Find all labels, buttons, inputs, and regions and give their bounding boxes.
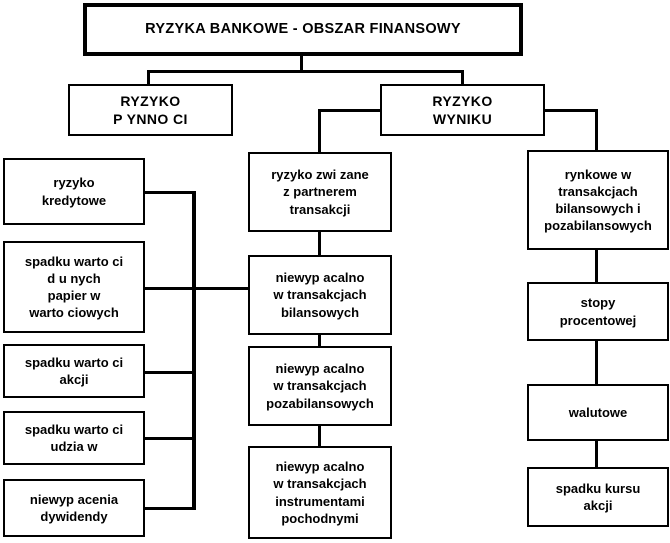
connector-left-stub-5 xyxy=(143,507,195,510)
connector-right-1-2 xyxy=(595,249,598,283)
node-spadku-wartosci-dluznych-papierow: spadku warto ci d u nych papier w warto … xyxy=(3,241,145,333)
connector-middle-3-4 xyxy=(318,424,321,448)
node-spadku-wartosci-udzialow: spadku warto ci udzia w xyxy=(3,411,145,465)
node-ryzyko-wyniku-label: RYZYKO WYNIKU xyxy=(432,92,493,127)
node-ryzyko-zwiazane-z-partnerem: ryzyko zwi zane z partnerem transakcji xyxy=(248,152,392,232)
node-ryzyko-plynnosci-label: RYZYKO P YNNO CI xyxy=(113,92,188,127)
node-niewyplacalnosc-instrumenty-pochodne-label: niewyp acalno w transakcjach instrumenta… xyxy=(273,459,367,526)
node-spadku-kursu-akcji: spadku kursu akcji xyxy=(527,467,669,527)
node-root: RYZYKA BANKOWE - OBSZAR FINANSOWY xyxy=(83,3,523,56)
node-spadku-wartosci-udzialow-label: spadku warto ci udzia w xyxy=(24,421,124,454)
node-niewyplacalnosc-bilansowych: niewyp acalno w transakcjach bilansowych xyxy=(248,255,392,335)
node-walutowe-label: walutowe xyxy=(568,404,628,420)
connector-root-bus xyxy=(147,70,464,73)
connector-middle-1-2 xyxy=(318,230,321,257)
connector-root-stem xyxy=(300,56,303,72)
connector-wyniku-to-right xyxy=(595,109,598,150)
node-spadku-kursu-akcji-label: spadku kursu akcji xyxy=(555,480,641,513)
node-niewyplacalnosc-instrumenty-pochodne: niewyp acalno w transakcjach instrumenta… xyxy=(248,446,392,539)
connector-left-stub-2 xyxy=(143,287,195,290)
connector-wyniku-to-middle xyxy=(318,109,321,152)
connector-left-bus-spine xyxy=(192,191,196,510)
node-ryzyko-kredytowe-label: ryzyko kredytowe xyxy=(41,175,107,208)
node-ryzyko-wyniku: RYZYKO WYNIKU xyxy=(380,84,545,136)
node-niewyplacenia-dywidendy-label: niewyp acenia dywidendy xyxy=(29,491,119,524)
node-ryzyko-kredytowe: ryzyko kredytowe xyxy=(3,158,145,225)
node-ryzyko-zwiazane-z-partnerem-label: ryzyko zwi zane z partnerem transakcji xyxy=(271,167,369,217)
connector-left-stub-1 xyxy=(143,191,195,194)
node-niewyplacalnosc-pozabilansowych: niewyp acalno w transakcjach pozabilanso… xyxy=(248,346,392,426)
node-rynkowe-bilansowe-pozabilansowe-label: rynkowe w transakcjach bilansowych i poz… xyxy=(544,166,652,234)
connector-left-stub-3 xyxy=(143,371,195,374)
connector-root-to-wyniku xyxy=(461,70,464,84)
node-spadku-wartosci-akcji: spadku warto ci akcji xyxy=(3,344,145,398)
node-niewyplacenia-dywidendy: niewyp acenia dywidendy xyxy=(3,479,145,537)
node-walutowe: walutowe xyxy=(527,384,669,441)
connector-wyniku-left-stub xyxy=(318,109,382,112)
connector-middle-2-3 xyxy=(318,334,321,348)
node-spadku-wartosci-dluznych-papierow-label: spadku warto ci d u nych papier w warto … xyxy=(24,253,124,321)
connector-root-to-plynnosci xyxy=(147,70,150,84)
node-niewyplacalnosc-bilansowych-label: niewyp acalno w transakcjach bilansowych xyxy=(273,270,367,320)
connector-wyniku-right-stub xyxy=(543,109,598,112)
connector-left-bus-to-middle xyxy=(143,287,249,290)
connector-right-3-4 xyxy=(595,440,598,468)
connector-right-2-3 xyxy=(595,340,598,385)
node-root-label: RYZYKA BANKOWE - OBSZAR FINANSOWY xyxy=(145,20,461,37)
node-stopy-procentowej: stopy procentowej xyxy=(527,282,669,341)
node-niewyplacalnosc-pozabilansowych-label: niewyp acalno w transakcjach pozabilanso… xyxy=(266,361,374,411)
connector-left-stub-4 xyxy=(143,437,195,440)
node-spadku-wartosci-akcji-label: spadku warto ci akcji xyxy=(24,354,124,387)
node-ryzyko-plynnosci: RYZYKO P YNNO CI xyxy=(68,84,233,136)
node-rynkowe-bilansowe-pozabilansowe: rynkowe w transakcjach bilansowych i poz… xyxy=(527,150,669,250)
node-stopy-procentowej-label: stopy procentowej xyxy=(559,295,637,328)
